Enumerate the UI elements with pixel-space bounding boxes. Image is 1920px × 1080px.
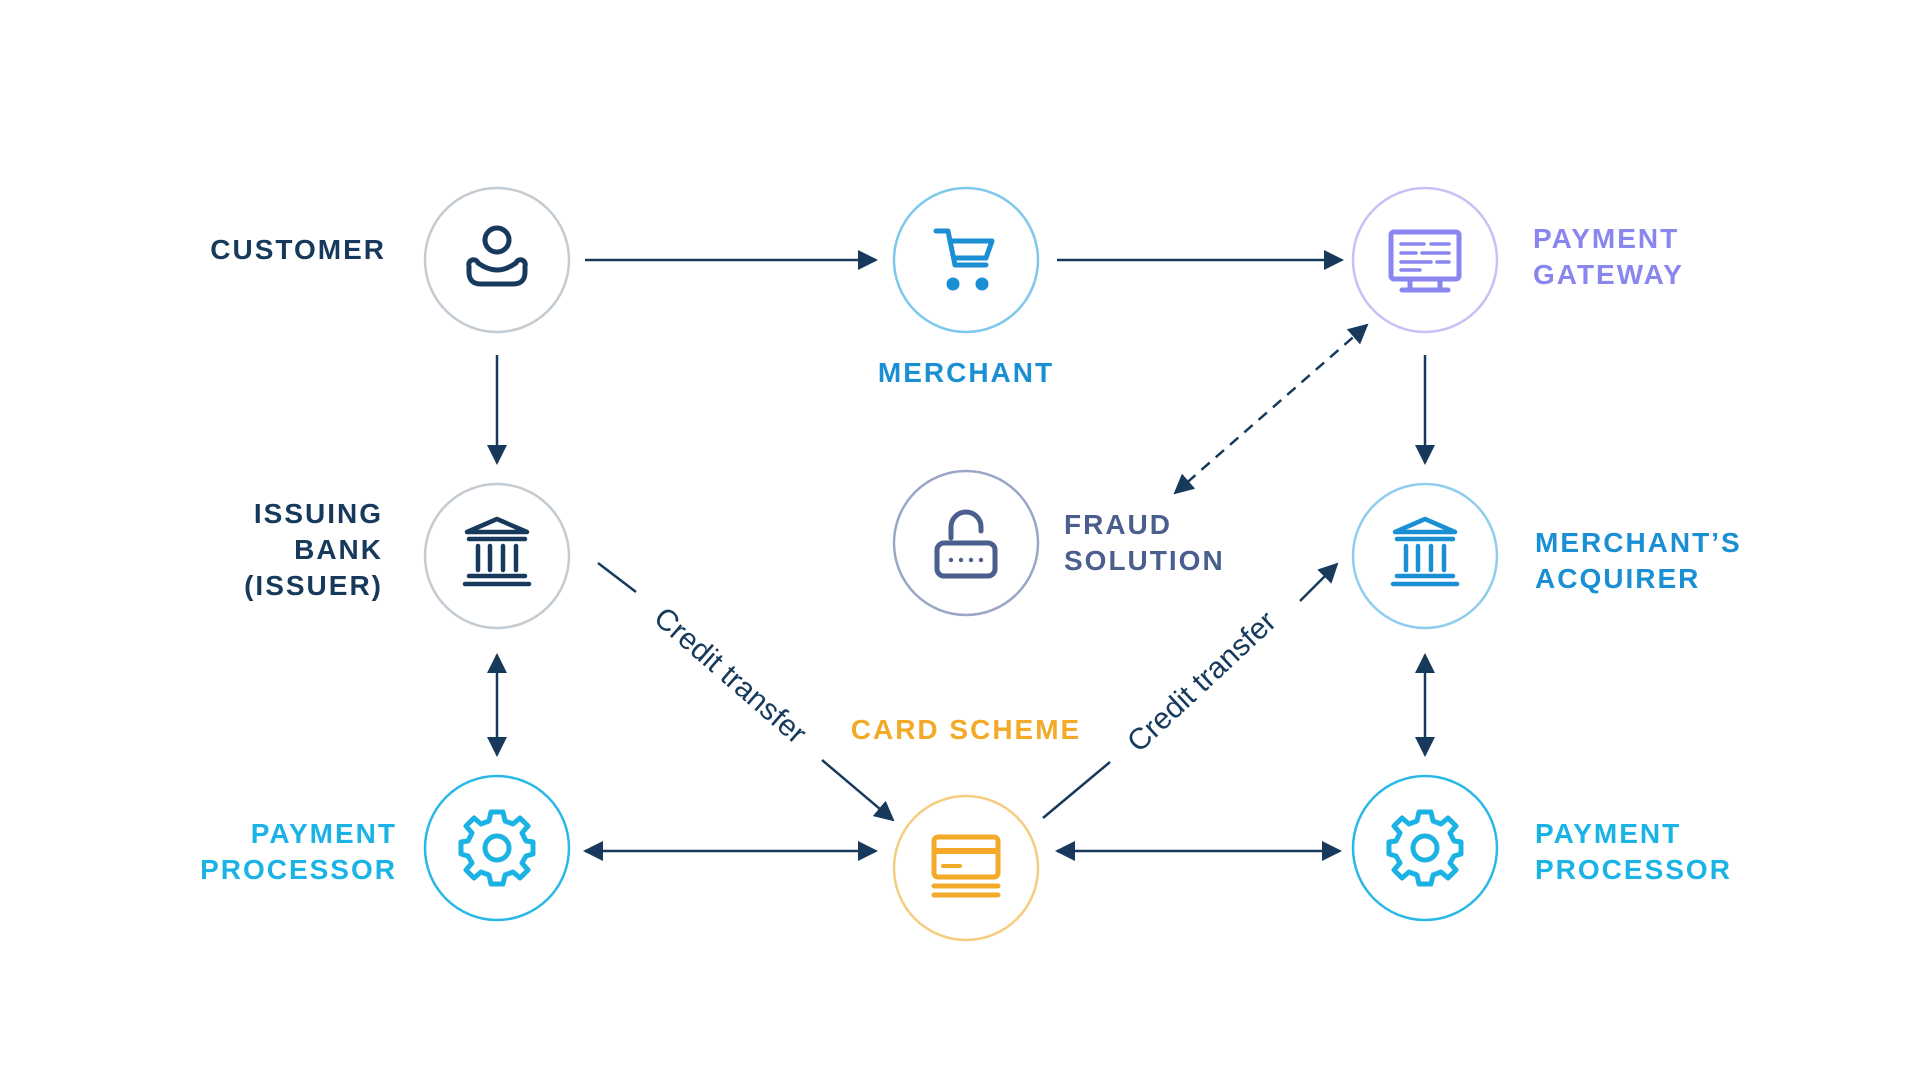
card-scheme-circle <box>892 794 1040 942</box>
payment-processor-right-label: PAYMENT PROCESSOR <box>1535 816 1732 888</box>
merchant-label: MERCHANT <box>766 355 1166 391</box>
gear-icon <box>1386 809 1464 887</box>
issuing-bank-label-line-1: ISSUING <box>253 498 383 529</box>
payment-gateway-label: PAYMENT GATEWAY <box>1533 221 1684 293</box>
shopping-cart-icon <box>933 228 995 291</box>
card-scheme-label-line-1: CARD SCHEME <box>850 714 1082 745</box>
processor-left-circle <box>423 774 571 922</box>
bank-icon <box>1390 516 1460 587</box>
gateway-circle <box>1351 186 1499 334</box>
arrow-scheme-acquirer-start <box>1042 761 1111 819</box>
payment-gateway-label-line-2: GATEWAY <box>1533 259 1684 290</box>
bank-icon <box>462 516 532 587</box>
merchant-label-line-1: MERCHANT <box>877 357 1055 388</box>
gear-icon <box>458 809 536 887</box>
fraud-solution-label-line-2: SOLUTION <box>1064 545 1225 576</box>
customer-label-line-1: CUSTOMER <box>210 234 386 265</box>
arrow-scheme-acquirer-end <box>1299 562 1339 602</box>
payment-processor-left-label: PAYMENT PROCESSOR <box>200 816 397 888</box>
issuer-circle <box>423 482 571 630</box>
issuing-bank-label-line-3: (ISSUER) <box>244 570 383 601</box>
padlock-icon <box>934 509 998 579</box>
fraud-solution-label-line-1: FRAUD <box>1064 509 1172 540</box>
arrow-issuer-scheme-start <box>597 562 637 593</box>
merchants-acquirer-label-line-2: ACQUIRER <box>1535 563 1701 594</box>
issuing-bank-label-line-2: BANK <box>294 534 383 565</box>
acquirer-circle <box>1351 482 1499 630</box>
arrows <box>487 250 1435 861</box>
payment-processor-left-label-line-2: PROCESSOR <box>200 854 397 885</box>
customer-circle <box>423 186 571 334</box>
issuing-bank-label: ISSUING BANK (ISSUER) <box>244 496 383 604</box>
customer-label: CUSTOMER <box>210 232 386 268</box>
processor-right-circle <box>1351 774 1499 922</box>
monitor-icon <box>1388 229 1462 293</box>
credit-card-icon <box>931 834 1001 898</box>
merchants-acquirer-label: MERCHANT’S ACQUIRER <box>1535 525 1742 597</box>
fraud-solution-label: FRAUD SOLUTION <box>1064 507 1225 579</box>
arrow-issuer-scheme-end <box>821 759 895 822</box>
card-scheme-label: CARD SCHEME <box>766 712 1166 748</box>
merchants-acquirer-label-line-1: MERCHANT’S <box>1535 527 1742 558</box>
person-icon <box>466 225 528 287</box>
payment-processor-right-label-line-1: PAYMENT <box>1535 818 1682 849</box>
payment-gateway-label-line-1: PAYMENT <box>1533 223 1680 254</box>
arrow-gateway-fraud-dashed <box>1173 323 1369 495</box>
payment-processor-right-label-line-2: PROCESSOR <box>1535 854 1732 885</box>
payment-processor-left-label-line-1: PAYMENT <box>250 818 397 849</box>
